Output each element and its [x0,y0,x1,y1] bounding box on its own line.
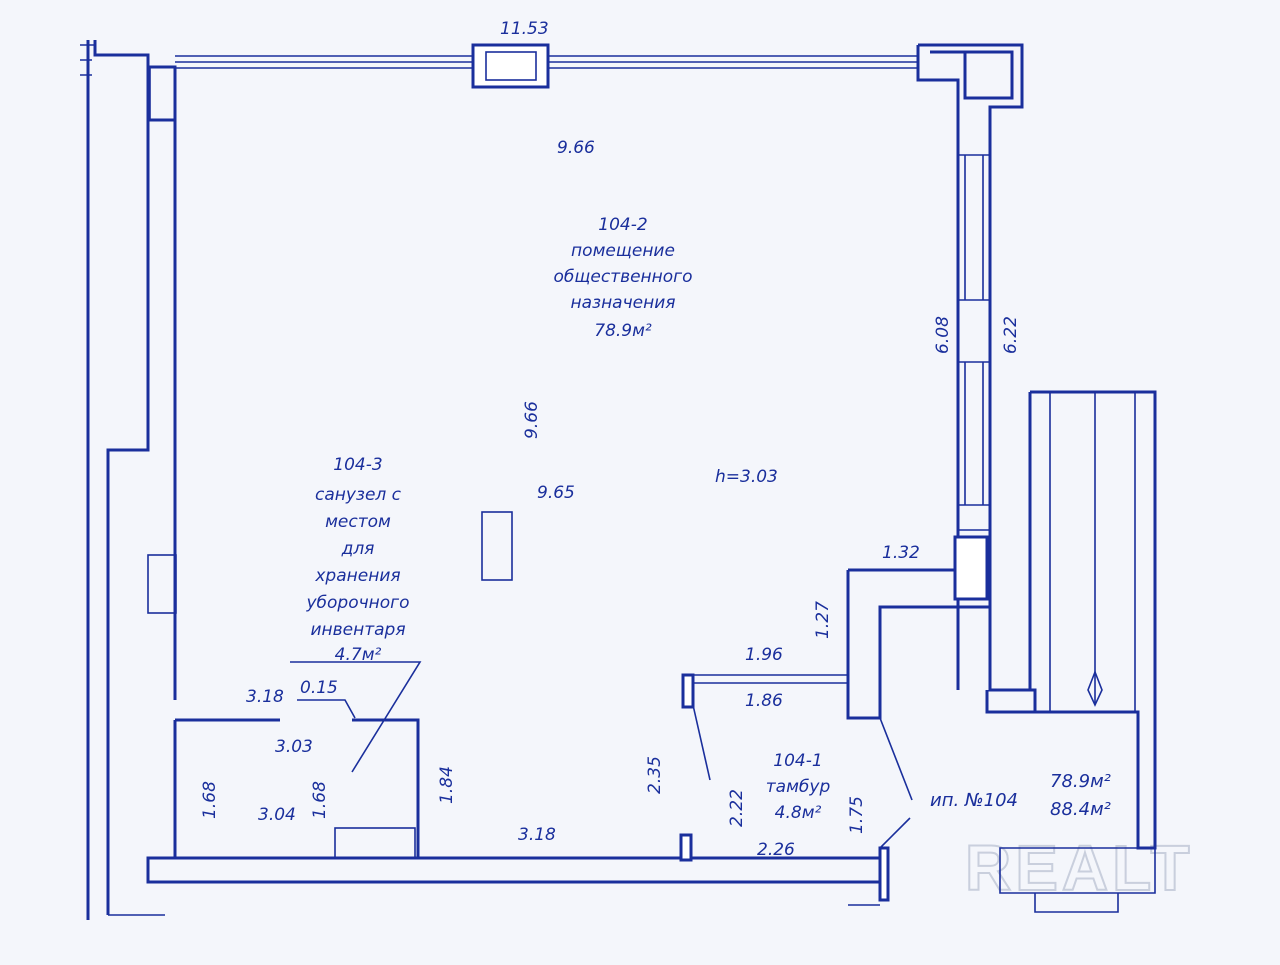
dim-tambur-side: 1.75 [847,796,867,834]
entrance-step-wall [846,568,1037,720]
terrace-arrow [1087,669,1103,707]
room-label-104-1: 104-1 тамбур 4.8м² [766,751,831,823]
room-104-3-line: для [341,539,375,559]
dim-step-width: 1.32 [882,543,920,563]
dim-wc-nib: 0.15 [300,678,338,698]
dim-inner-mid: 9.66 [522,401,542,439]
room-104-3-line: инвентаря [310,620,405,640]
terrace-hatching [1049,392,1136,712]
dim-inner-top: 9.66 [557,138,595,158]
right-window-segments [958,154,990,531]
outer-steps [999,847,1156,913]
dim-tambur-left: 2.35 [645,756,665,794]
room-104-3-line: санузел с [315,485,402,505]
room-104-3-line: 4.7м² [335,645,382,665]
room-104-3-line: 104-3 [333,455,382,475]
dim-wc-top-left: 3.18 [246,687,284,707]
interior-column [481,511,513,581]
room-104-3-line: местом [325,512,391,532]
room-104-2-line: общественного [553,267,692,287]
top-right-pier [916,43,1024,690]
vestibule-post-bottom [679,833,693,862]
top-column-inner [485,51,537,81]
room-104-1-line: тамбур [766,777,831,797]
dim-right-outer: 6.22 [1001,316,1021,354]
bottom-wall [146,856,882,884]
dim-opening-bottom: 1.86 [745,691,783,711]
room-104-2-line: помещение [571,241,675,261]
dim-tambur-bottom: 2.26 [757,840,795,860]
door-swing-right [879,717,913,801]
room-104-2-line: назначения [571,293,676,313]
room-104-2-line: 78.9м² [594,321,652,341]
right-column [953,535,989,601]
dim-wc-mid: 1.68 [310,781,330,819]
dim-right-inner: 6.08 [933,316,953,354]
room-104-2-line: 104-2 [598,215,647,235]
dim-opening-top: 1.96 [745,645,783,665]
dim-inner-low: 9.65 [537,483,575,503]
vestibule-post-top [681,673,695,709]
wc-fixture [334,827,416,859]
dim-tambur-right: 2.22 [727,789,747,827]
unit-area-total: 88.4м² [1050,799,1111,820]
wc-leader-line [290,661,422,773]
bottom-right-post [878,846,890,902]
room-label-104-2: 104-2 помещение общественного назначения… [553,215,692,341]
dim-top-width: 11.53 [500,19,549,39]
ceiling-height: h=3.03 [715,467,778,487]
dim-wc-right: 1.84 [437,766,457,804]
dim-wc-width-inner: 3.03 [275,737,313,757]
unit-label: ип. №104 [930,790,1018,811]
room-104-1-line: 104-1 [773,751,822,771]
vestibule-opening [685,674,848,684]
room-104-3-line: уборочного [305,593,409,613]
left-wall [86,40,177,920]
dim-bottom-wall: 3.18 [518,825,556,845]
left-pier [80,44,151,120]
unit-area-main: 78.9м² [1050,771,1111,792]
door-swing-left [692,704,711,781]
door-swing-bottom [879,817,911,849]
room-104-3-line: хранения [314,566,400,586]
dim-wc-left: 1.68 [200,781,220,819]
dim-step-height: 1.27 [813,601,833,639]
wall-niche [147,554,177,614]
wc-walls [173,718,420,858]
room-label-104-3: 104-3 санузел с местом для хранения убор… [305,455,409,665]
dim-wc-bottom: 3.04 [258,805,296,825]
room-104-1-line: 4.8м² [775,803,822,823]
